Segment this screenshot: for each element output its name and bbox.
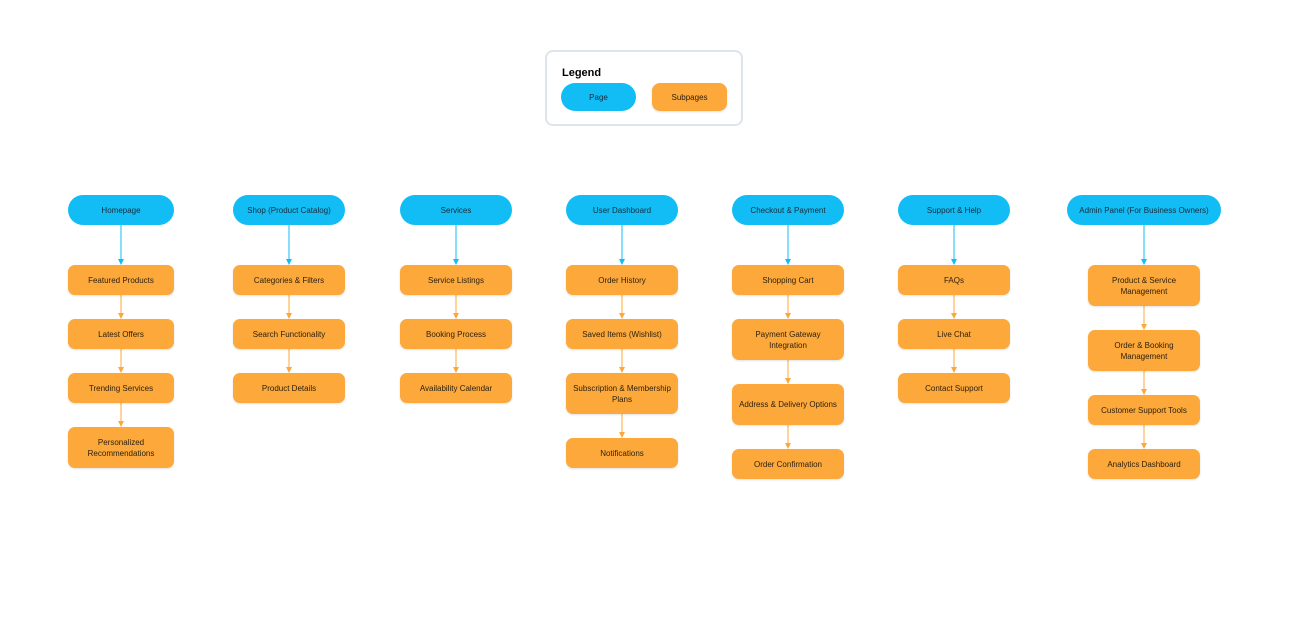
page-node-checkout-and-payment: Checkout & Payment [732,195,844,225]
subpage-node-notifications: Notifications [566,438,678,468]
subpage-node-contact-support: Contact Support [898,373,1010,403]
subpage-node-saved-items-wishlist: Saved Items (Wishlist) [566,319,678,349]
subpage-node-order-and-booking-management: Order & Booking Management [1088,330,1200,371]
page-node-admin-panel-for-business-owners: Admin Panel (For Business Owners) [1067,195,1221,225]
subpage-node-live-chat: Live Chat [898,319,1010,349]
subpage-node-booking-process: Booking Process [400,319,512,349]
subpage-node-customer-support-tools: Customer Support Tools [1088,395,1200,425]
page-node-shop-product-catalog: Shop (Product Catalog) [233,195,345,225]
subpage-node-trending-services: Trending Services [68,373,174,403]
subpage-node-personalized-recommendations: Personalized Recommendations [68,427,174,468]
subpage-node-address-and-delivery-options: Address & Delivery Options [732,384,844,425]
legend-title: Legend [562,67,602,79]
legend-subpages-swatch: Subpages [652,83,727,111]
subpage-node-product-details: Product Details [233,373,345,403]
subpage-node-payment-gateway-integration: Payment Gateway Integration [732,319,844,360]
subpage-node-analytics-dashboard: Analytics Dashboard [1088,449,1200,479]
subpage-node-latest-offers: Latest Offers [68,319,174,349]
subpage-node-product-and-service-management: Product & Service Management [1088,265,1200,306]
page-node-support-and-help: Support & Help [898,195,1010,225]
subpage-node-subscription-and-membership-plans: Subscription & Membership Plans [566,373,678,414]
subpage-node-order-confirmation: Order Confirmation [732,449,844,479]
subpage-node-search-functionality: Search Functionality [233,319,345,349]
subpage-node-shopping-cart: Shopping Cart [732,265,844,295]
page-node-homepage: Homepage [68,195,174,225]
subpage-node-faqs: FAQs [898,265,1010,295]
legend-page-swatch: Page [561,83,636,111]
page-node-services: Services [400,195,512,225]
subpage-node-order-history: Order History [566,265,678,295]
legend-box: Legend Page Subpages [545,50,743,126]
subpage-node-service-listings: Service Listings [400,265,512,295]
subpage-node-availability-calendar: Availability Calendar [400,373,512,403]
page-node-user-dashboard: User Dashboard [566,195,678,225]
subpage-node-featured-products: Featured Products [68,265,174,295]
subpage-node-categories-and-filters: Categories & Filters [233,265,345,295]
